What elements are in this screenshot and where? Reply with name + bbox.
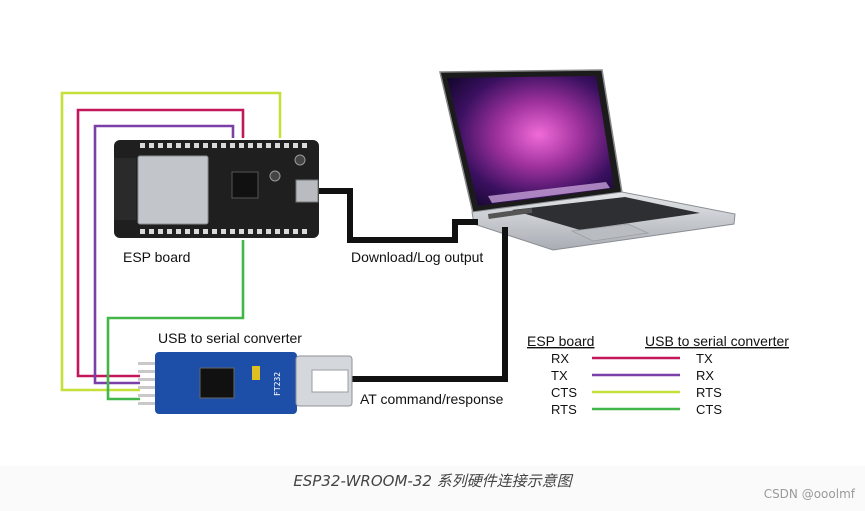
laptop xyxy=(439,69,736,251)
esp-pin xyxy=(257,229,262,234)
esp-pin xyxy=(266,143,271,148)
esp-pin xyxy=(185,229,190,234)
laptop-keyboard xyxy=(512,197,700,230)
download-log-output-label: Download/Log output xyxy=(351,249,483,265)
esp-pin xyxy=(257,143,262,148)
esp-pin xyxy=(221,143,226,148)
wire-legend: ESP board USB to serial converter RX TX TX… xyxy=(527,333,789,417)
esp-pin xyxy=(149,143,154,148)
esp-pin xyxy=(203,229,208,234)
converter-pin xyxy=(138,378,156,381)
esp-pin xyxy=(176,143,181,148)
converter-pin-header xyxy=(138,362,156,405)
usb-serial-converter: FT232 xyxy=(138,352,353,414)
esp-pin xyxy=(167,229,172,234)
esp-pin xyxy=(239,143,244,148)
esp-pin xyxy=(230,143,235,148)
esp-pin xyxy=(176,229,181,234)
legend-converter-signal: TX xyxy=(696,351,713,366)
legend-header-esp: ESP board xyxy=(527,333,594,349)
esp-pin xyxy=(212,229,217,234)
esp-pin xyxy=(239,229,244,234)
esp-pin xyxy=(293,143,298,148)
legend-converter-signal: RX xyxy=(696,368,714,383)
cts-wire xyxy=(60,91,282,392)
legend-converter-signal: RTS xyxy=(696,385,722,400)
esp-pin xyxy=(302,143,307,148)
rts-wire xyxy=(106,240,245,401)
esp-pin xyxy=(140,229,145,234)
esp-pin xyxy=(203,143,208,148)
esp-micro-usb-port xyxy=(295,179,319,203)
esp-chip xyxy=(231,171,259,199)
esp-button xyxy=(294,154,306,166)
esp-pin xyxy=(149,229,154,234)
legend-esp-signal: CTS xyxy=(551,385,577,400)
esp-antenna-area xyxy=(114,158,136,220)
converter-usb-plug-tongue xyxy=(311,369,349,393)
esp-pin xyxy=(302,229,307,234)
figure-caption: ESP32-WROOM-32 系列硬件连接示意图 xyxy=(293,472,572,490)
esp-pin xyxy=(194,143,199,148)
tx-wire xyxy=(93,124,235,385)
esp-pin xyxy=(140,143,145,148)
legend-esp-signal: TX xyxy=(551,368,568,383)
esp-pin-header-bottom xyxy=(140,229,307,234)
esp-pin xyxy=(158,229,163,234)
laptop-dock xyxy=(488,182,610,203)
esp-pin-header-top xyxy=(140,143,307,148)
converter-pin xyxy=(138,394,156,397)
esp-pin xyxy=(266,229,271,234)
converter-chip-text: FT232 xyxy=(273,372,282,396)
at-command-response-label: AT command/response xyxy=(360,391,504,407)
esp-button xyxy=(269,170,281,182)
esp-pin xyxy=(248,143,253,148)
esp-pin xyxy=(248,229,253,234)
legend-converter-signal: CTS xyxy=(696,402,722,417)
converter-chip xyxy=(199,367,235,399)
esp-pin xyxy=(230,229,235,234)
esp-pin xyxy=(275,143,280,148)
esp-board xyxy=(114,140,319,238)
esp32-module xyxy=(137,155,209,225)
esp-board-label: ESP board xyxy=(123,249,190,265)
converter-pin xyxy=(138,386,156,389)
laptop-trackpad xyxy=(570,223,650,242)
rx-wire xyxy=(76,108,245,378)
legend-esp-signal: RX xyxy=(551,351,569,366)
legend-header-converter: USB to serial converter xyxy=(645,333,789,349)
download-log-cable xyxy=(318,188,478,243)
usb-serial-converter-label: USB to serial converter xyxy=(158,330,302,346)
esp-pin xyxy=(221,229,226,234)
esp-pin xyxy=(212,143,217,148)
esp-pin xyxy=(284,143,289,148)
esp-pin xyxy=(167,143,172,148)
esp-pin xyxy=(185,143,190,148)
converter-pin xyxy=(138,402,156,405)
at-command-cable xyxy=(352,227,508,382)
esp-pin xyxy=(284,229,289,234)
esp-pin xyxy=(293,229,298,234)
converter-jumper xyxy=(252,366,260,380)
laptop-ports xyxy=(487,207,533,219)
esp-pin xyxy=(275,229,280,234)
watermark: CSDN @ooolmf xyxy=(763,487,855,501)
esp-pin xyxy=(194,229,199,234)
converter-pin xyxy=(138,362,156,365)
laptop-screen xyxy=(447,76,614,206)
esp-pin xyxy=(158,143,163,148)
legend-esp-signal: RTS xyxy=(551,402,577,417)
converter-pin xyxy=(138,370,156,373)
